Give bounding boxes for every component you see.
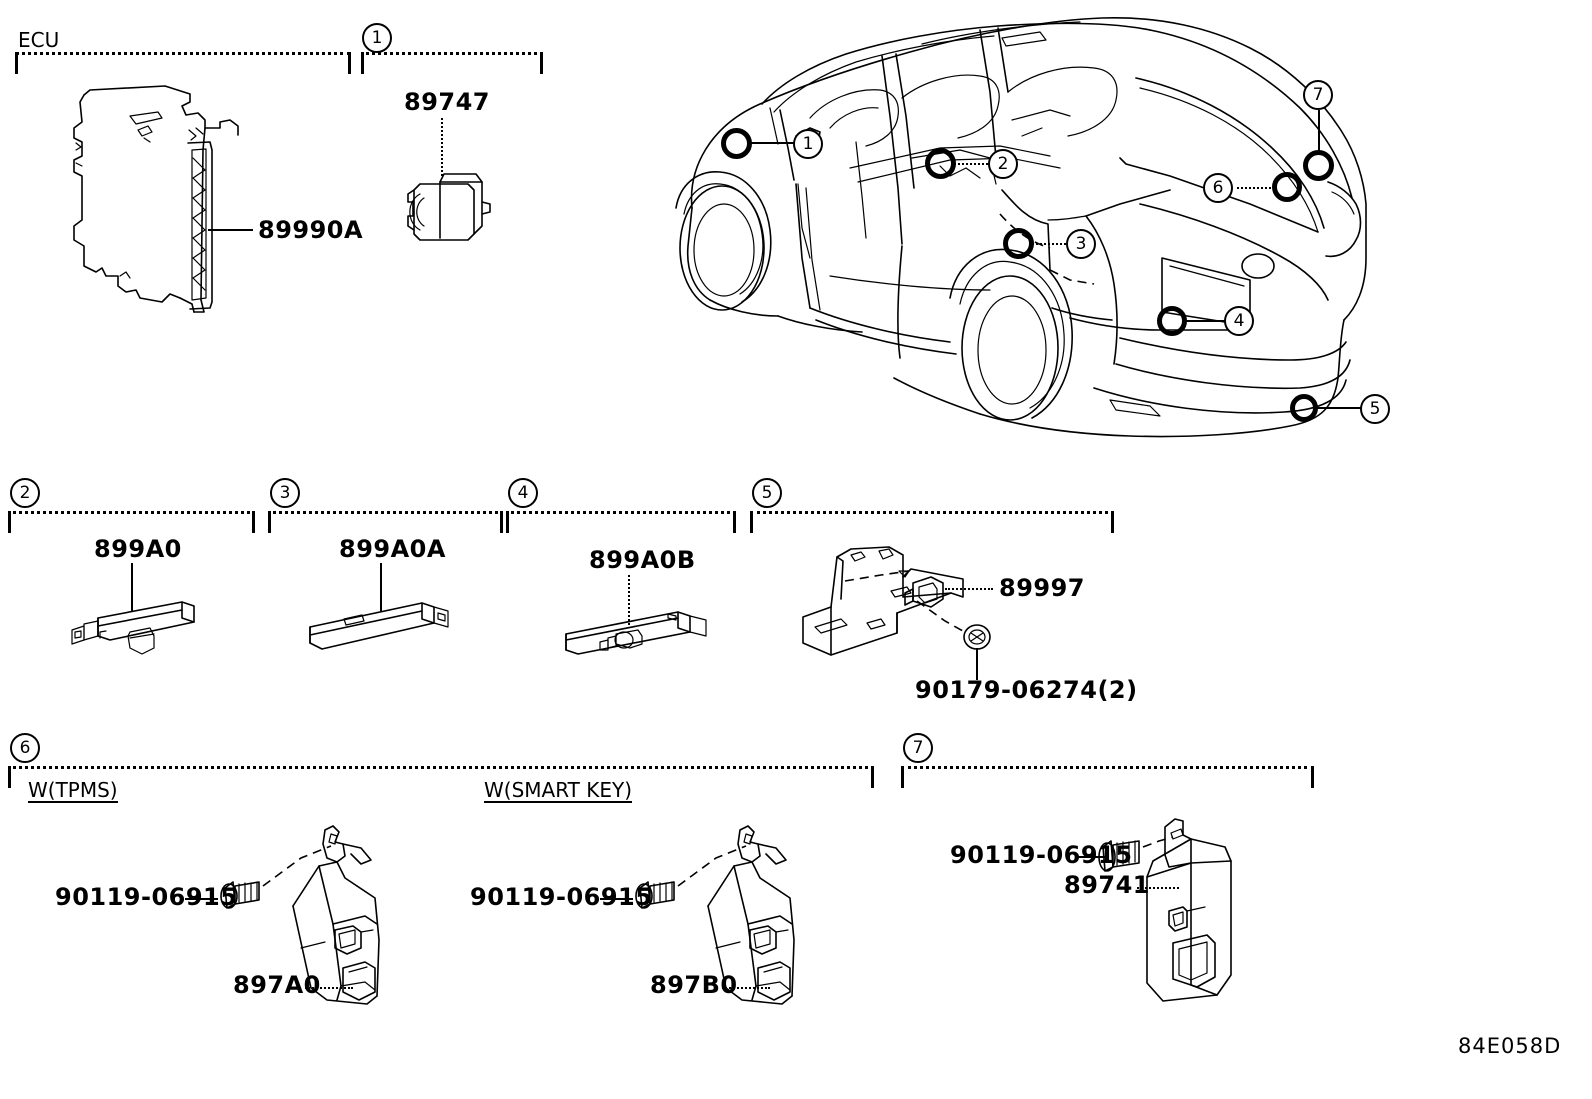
part-label-89741: 89741 [1064, 871, 1150, 899]
leader-bolt-tpms [185, 898, 218, 900]
vehicle-illustration [675, 16, 1367, 438]
antenna-899a0b-drawing [565, 611, 707, 655]
vehicle-marker-2 [925, 148, 956, 179]
vehicle-leader-4 [1185, 320, 1230, 322]
variant-label-smart-key: W(SMART KEY) [484, 778, 632, 803]
leader-899a0 [131, 563, 133, 611]
group-label-ecu: ECU [18, 28, 60, 52]
callout-group-5: 5 [752, 478, 782, 508]
leader-89990a [208, 229, 253, 231]
group-bracket-5 [750, 511, 1114, 533]
vehicle-marker-4 [1157, 306, 1187, 336]
vehicle-leader-1 [750, 142, 798, 144]
diagram-code: 84E058D [1458, 1034, 1562, 1058]
part-label-89747: 89747 [404, 88, 490, 116]
group-bracket-6 [8, 766, 874, 788]
vehicle-leader-6 [1237, 187, 1275, 189]
group-bracket-2 [8, 511, 255, 533]
ecu-module-drawing [73, 85, 239, 313]
bracket-897a0-drawing [220, 825, 380, 1005]
variant-label-tpms: W(TPMS) [28, 778, 118, 803]
group-bracket-4 [506, 511, 736, 533]
vehicle-marker-3 [1003, 228, 1034, 259]
leader-bolt-89741 [1077, 856, 1105, 858]
part-label-897b0: 897B0 [650, 971, 738, 999]
leader-89741 [1137, 887, 1179, 889]
vehicle-callout-4: 4 [1224, 306, 1254, 336]
part-label-899a0b: 899A0B [589, 546, 696, 574]
vehicle-leader-5 [1316, 407, 1362, 409]
vehicle-callout-2: 2 [988, 149, 1018, 179]
buzzer-drawing [407, 173, 491, 241]
leader-bolt-smartkey [600, 898, 633, 900]
vehicle-marker-5 [1290, 394, 1318, 422]
vehicle-marker-7 [1303, 150, 1334, 181]
leader-897a0 [305, 987, 353, 989]
part-label-90179: 90179-06274(2) [915, 676, 1138, 704]
vehicle-leader-3 [1032, 243, 1070, 245]
group-bracket-1 [361, 52, 543, 74]
antenna-899a0-drawing [71, 601, 195, 655]
part-label-bolt-smartkey: 90119-06915 [470, 883, 653, 911]
part-label-899a0a: 899A0A [339, 535, 446, 563]
leader-897b0 [722, 987, 770, 989]
vehicle-callout-3: 3 [1066, 229, 1096, 259]
leader-899a0b [628, 575, 630, 625]
group-bracket-3 [268, 511, 503, 533]
callout-group-4: 4 [508, 478, 538, 508]
leader-89997 [945, 588, 993, 590]
bracket-897b0-drawing [635, 825, 795, 1005]
vehicle-callout-1: 1 [793, 129, 823, 159]
callout-group-2: 2 [10, 478, 40, 508]
callout-group-3: 3 [270, 478, 300, 508]
vehicle-callout-6: 6 [1203, 173, 1233, 203]
leader-90179 [976, 648, 978, 680]
part-label-89990a: 89990A [258, 216, 364, 244]
part-label-899a0: 899A0 [94, 535, 182, 563]
antenna-899a0a-drawing [309, 602, 449, 650]
part-label-bolt-tpms: 90119-06915 [55, 883, 238, 911]
vehicle-marker-1 [721, 128, 752, 159]
vehicle-leader-2 [954, 163, 992, 165]
leader-89747 [441, 118, 443, 176]
callout-group-7: 7 [903, 733, 933, 763]
receiver-89741-drawing [1098, 818, 1232, 1002]
callout-group-1: 1 [362, 23, 392, 53]
bracket-89997-drawing [802, 546, 991, 656]
vehicle-marker-6 [1272, 172, 1302, 202]
vehicle-callout-5: 5 [1360, 394, 1390, 424]
leader-899a0a [380, 563, 382, 611]
vehicle-leader-7 [1318, 110, 1320, 154]
vehicle-callout-7: 7 [1303, 80, 1333, 110]
part-label-897a0: 897A0 [233, 971, 321, 999]
part-label-89997: 89997 [999, 574, 1085, 602]
group-bracket-7 [901, 766, 1314, 788]
callout-group-6: 6 [10, 733, 40, 763]
group-bracket-ecu [15, 52, 351, 74]
